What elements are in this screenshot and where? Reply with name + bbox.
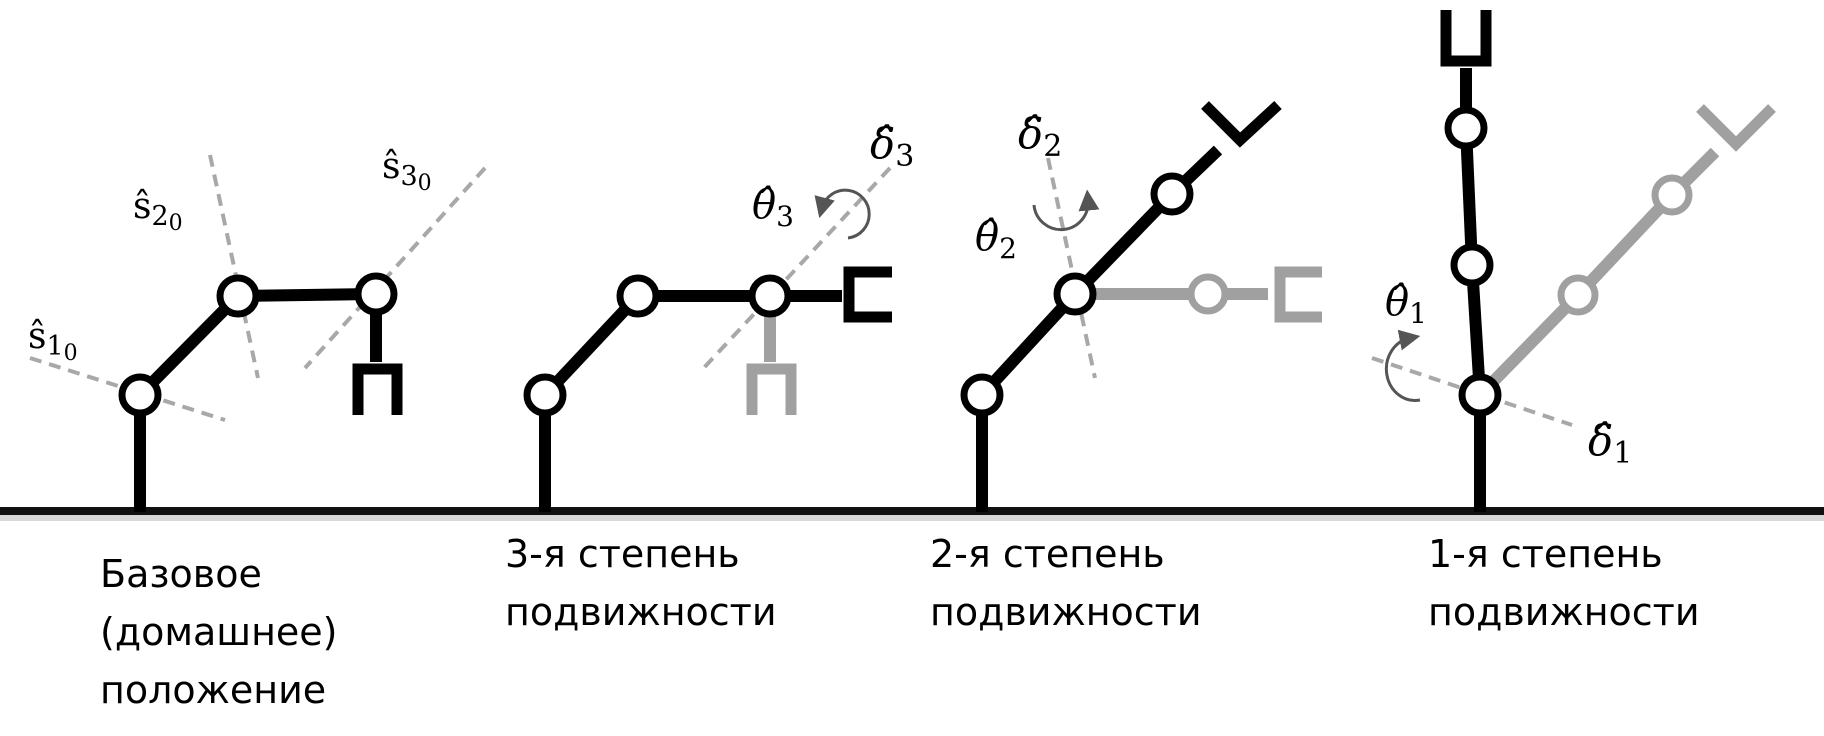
label-theta2: θ̂2 <box>975 214 1017 265</box>
label-delta3: δ̂3 <box>870 119 914 174</box>
gripper-down <box>352 363 403 415</box>
caption-line: подвижности <box>505 590 777 634</box>
joint-3 <box>354 272 398 316</box>
joint-2 <box>1450 243 1494 287</box>
joint-1 <box>523 373 567 417</box>
caption-line: положение <box>100 668 327 712</box>
caption-line: подвижности <box>1428 590 1700 634</box>
panel-dof3: δ̂3 θ̂3 <box>523 119 914 512</box>
arm-links <box>134 287 382 512</box>
ghost-gripper <box>746 363 797 415</box>
caption-line: 1-я степень <box>1428 532 1663 576</box>
caption-home-position: Базовое (домашнее) положение <box>100 545 338 719</box>
caption-line: подвижности <box>930 590 1202 634</box>
caption-dof2: 2-я степень подвижности <box>930 525 1202 641</box>
panel-dof1: θ̂1 δ̂1 <box>1371 10 1776 512</box>
label-delta2: δ̂2 <box>1018 109 1062 164</box>
joint-2 <box>216 274 260 318</box>
ghost-joint-2 <box>1557 274 1599 316</box>
ghost-gripper <box>1274 266 1322 323</box>
rotation-arrow-3 <box>814 188 871 240</box>
joint-1 <box>960 373 1004 417</box>
joint-3 <box>748 274 792 318</box>
screw-axis-3 <box>303 166 487 370</box>
caption-line: 3-я степень <box>505 532 740 576</box>
rotation-arrow-1 <box>1384 329 1421 402</box>
label-theta3: θ̂3 <box>752 182 794 233</box>
joint-2 <box>1053 272 1097 316</box>
rotation-arrow-2 <box>1032 189 1100 232</box>
caption-line: Базовое <box>100 552 262 596</box>
ground-line <box>0 507 1824 515</box>
screw-axis-2 <box>208 154 260 379</box>
panel-home-position: ŝ10 ŝ20 ŝ30 <box>28 146 487 512</box>
ground-shadow <box>0 515 1824 521</box>
label-s1: ŝ10 <box>28 316 78 366</box>
joint-1 <box>118 373 162 417</box>
caption-line: (домашнее) <box>100 610 338 654</box>
ghost-gripper <box>1696 104 1776 152</box>
ghost-joint-3 <box>1651 174 1693 216</box>
label-s3: ŝ30 <box>382 146 432 196</box>
gripper-rotated <box>843 266 892 323</box>
label-delta1: δ̂1 <box>1588 416 1632 471</box>
arm-links <box>539 290 842 512</box>
caption-dof1: 1-я степень подвижности <box>1428 525 1700 641</box>
joint-3 <box>1150 172 1194 216</box>
joint-2 <box>616 274 660 318</box>
gripper-rotated <box>1201 100 1282 148</box>
label-s2: ŝ20 <box>133 186 183 236</box>
joint-3 <box>1444 106 1488 150</box>
label-theta1: θ̂1 <box>1385 279 1427 330</box>
ghost-joint-3 <box>1187 273 1229 315</box>
rotation-axis-2 <box>1046 157 1097 379</box>
rotation-axis-3 <box>698 166 892 374</box>
gripper-up <box>1440 10 1492 67</box>
ghost-links <box>1475 147 1720 400</box>
caption-dof3: 3-я степень подвижности <box>505 525 777 641</box>
panel-dof2: δ̂2 θ̂2 <box>960 100 1322 512</box>
joint-1 <box>1458 373 1502 417</box>
caption-line: 2-я степень <box>930 532 1165 576</box>
